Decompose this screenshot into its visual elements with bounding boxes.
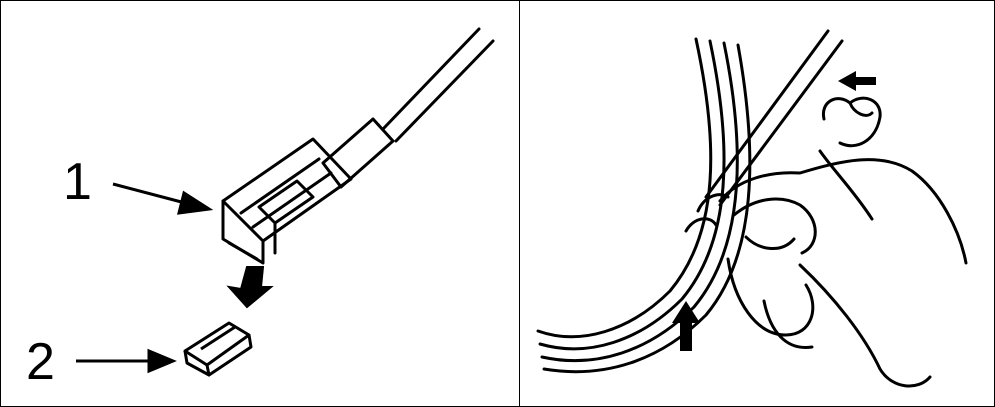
arrow-to-clip	[76, 351, 173, 371]
panel-left-drawing	[1, 1, 519, 406]
strap	[706, 31, 828, 197]
clip-part	[185, 323, 251, 375]
panel-right-drawing	[520, 1, 994, 406]
wire-sleeve	[323, 119, 393, 187]
strap	[720, 41, 842, 205]
hand-outline	[720, 160, 966, 263]
wire	[383, 29, 479, 129]
arrow-down	[229, 267, 271, 307]
hand-outline	[734, 199, 815, 253]
wire	[396, 41, 493, 141]
arrow-left	[838, 71, 876, 91]
panel-left: 1 2	[1, 1, 520, 406]
finger	[764, 301, 812, 348]
wire-bundle	[538, 39, 711, 337]
connector-body-detail	[241, 159, 319, 213]
finger	[800, 265, 930, 386]
panel-right	[520, 1, 994, 406]
arrow-to-connector	[113, 184, 209, 213]
connector-latch	[259, 181, 313, 223]
finger	[746, 237, 794, 249]
